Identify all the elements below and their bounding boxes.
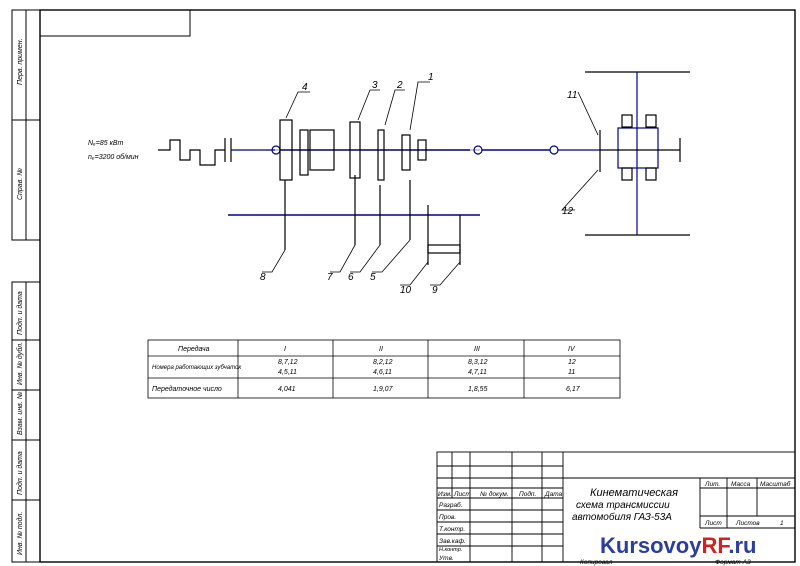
sheets-value: 1 <box>780 520 784 527</box>
table-header-4: IV <box>568 346 576 353</box>
row1-c4-a: 12 <box>568 359 576 366</box>
row1-c4-b: 11 <box>568 369 575 376</box>
col-sheet: Лист <box>453 491 471 498</box>
role-head: Зав.каф. <box>439 538 466 545</box>
row1-c3-a: 8,3,12 <box>468 359 488 366</box>
watermark-part-2: RF <box>701 533 730 558</box>
sheets-label: Листов <box>735 520 760 527</box>
row1-c2-b: 4,6,11 <box>373 369 392 376</box>
table-header-gear: Передача <box>178 345 210 353</box>
role-ncontrol: Н.контр. <box>439 547 462 553</box>
part-number-labels: 1 2 3 4 5 6 7 8 9 10 11 12 <box>260 72 577 296</box>
stamp-orig-inv: Инв. № подл. <box>16 512 24 555</box>
watermark-logo: KursovoyRF.ru <box>600 533 757 558</box>
row1-c1-b: 4,5,11 <box>278 369 297 376</box>
title-block <box>436 451 796 563</box>
hdr-lit: Лит. <box>704 481 720 488</box>
format-label: Формат А3 <box>715 559 751 566</box>
hdr-mass: Масса <box>731 481 751 488</box>
part-label-10: 10 <box>400 285 412 296</box>
stamp-sign-date-1: Подп. и дата <box>16 291 24 335</box>
col-change: Изм. <box>438 491 452 498</box>
row2-c4: 6,17 <box>566 386 581 393</box>
sheet-label: Лист <box>704 520 722 527</box>
col-doc: № докум. <box>480 490 509 498</box>
engine-speed: nₑ=3200 об/мин <box>88 153 139 161</box>
hdr-scale: Масштаб <box>760 480 791 488</box>
part-label-2: 2 <box>396 80 403 91</box>
table-header-2: II <box>379 346 383 353</box>
gearbox-scheme <box>158 71 690 265</box>
leader-lines <box>262 81 599 286</box>
row2-c3: 1,8,55 <box>468 386 488 393</box>
part-label-3: 3 <box>372 80 378 91</box>
input-parameters: Nₑ=85 кВт nₑ=3200 об/мин <box>88 140 139 161</box>
title-line-2: схема трансмиссии <box>576 500 670 511</box>
part-label-9: 9 <box>432 285 438 296</box>
row1-c2-a: 8,2,12 <box>373 359 393 366</box>
part-label-12: 12 <box>562 206 574 217</box>
row-gears-label: Номера работающих зубчаток <box>152 365 242 371</box>
table-header-1: I <box>284 346 286 353</box>
row1-c3-b: 4,7,11 <box>468 369 487 376</box>
part-label-1: 1 <box>428 72 434 83</box>
watermark-part-3: .ru <box>728 533 756 558</box>
stamp-repl-inv: Взам. инв. № <box>17 391 24 435</box>
title-line-3: автомобиля ГАЗ-53А <box>572 511 672 523</box>
title-line-1: Кинематическая <box>590 487 678 499</box>
col-date: Дата <box>544 491 563 498</box>
stamp-first-use: Перв. примен. <box>17 38 24 85</box>
ratio-table-text: Передача I II III IV Номера работающих з… <box>152 345 581 393</box>
row-ratio-label: Передаточное число <box>152 385 222 393</box>
title-block-text: Изм. Лист № докум. Подп. Дата Разраб. Пр… <box>438 480 791 566</box>
stamp-ref-number: Справ. № <box>17 168 24 200</box>
part-label-6: 6 <box>348 272 354 283</box>
part-label-8: 8 <box>260 272 266 283</box>
stamp-sign-date-2: Подп. и дата <box>16 451 24 495</box>
svg-text:KursovoyRF.ru: KursovoyRF.ru <box>600 533 757 558</box>
part-label-11: 11 <box>567 90 577 101</box>
row2-c1: 4,041 <box>278 386 296 393</box>
table-header-3: III <box>474 346 480 353</box>
role-developer: Разраб. <box>439 501 463 509</box>
sheet-frame <box>11 9 796 563</box>
row2-c2: 1,9,07 <box>373 386 394 393</box>
role-approver: Утв. <box>438 555 454 562</box>
stamp-dup-inv: Инв. № дубл. <box>16 342 24 385</box>
engine-power: Nₑ=85 кВт <box>88 140 124 147</box>
copied-label: Копировал <box>580 559 613 566</box>
row1-c1-a: 8,7,12 <box>278 359 298 366</box>
side-stamp-labels: Перв. примен. Справ. № Подп. и дата Инв.… <box>16 38 24 555</box>
part-label-7: 7 <box>327 272 333 283</box>
role-tcontrol: Т.контр. <box>439 526 465 533</box>
col-sign: Подп. <box>519 490 536 498</box>
ratio-table <box>147 339 621 399</box>
part-label-4: 4 <box>302 82 308 93</box>
part-label-5: 5 <box>370 272 376 283</box>
role-checker: Пров. <box>439 514 456 521</box>
watermark-part-1: Kursovoy <box>600 533 702 558</box>
